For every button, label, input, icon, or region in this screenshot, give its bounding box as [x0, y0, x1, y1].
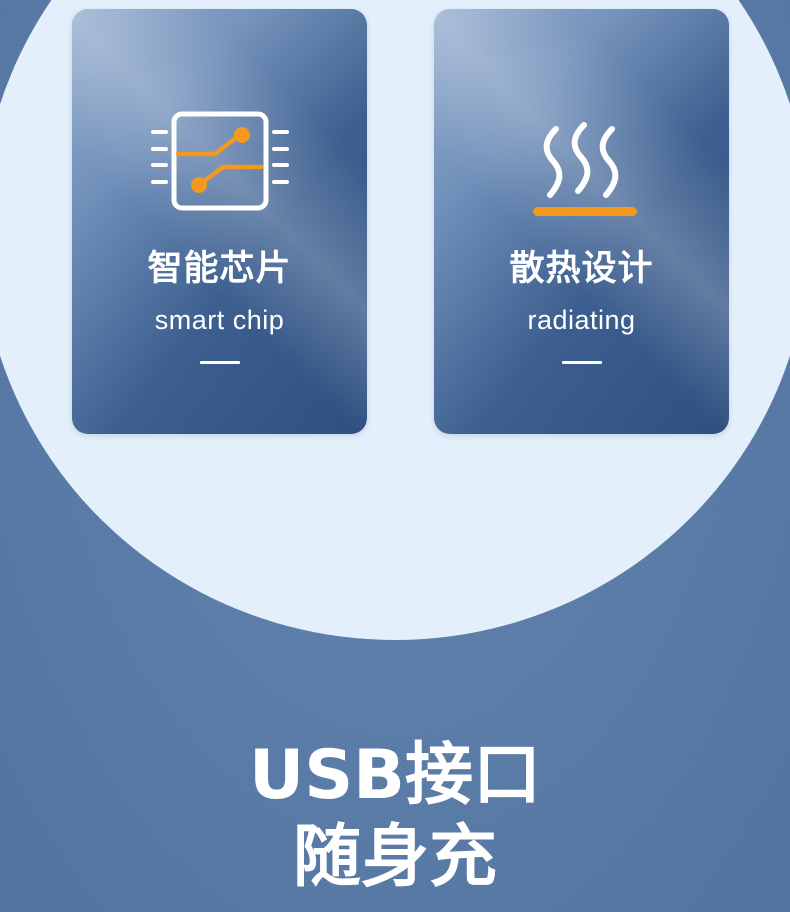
- feature-card-radiating: 散热设计 radiating: [434, 9, 729, 434]
- chip-icon: [145, 101, 295, 221]
- feature-subtitle: radiating: [527, 305, 636, 335]
- feature-card-smart-chip: 智能芯片 smart chip: [72, 9, 367, 434]
- feature-subtitle: smart chip: [154, 305, 285, 335]
- heat-waves-icon: [507, 101, 657, 221]
- headline-line-2: 随身充: [292, 818, 497, 897]
- feature-title: 散热设计: [509, 249, 654, 289]
- feature-title: 智能芯片: [147, 249, 292, 289]
- divider: [561, 361, 602, 364]
- headline-line-1: USB接口: [248, 736, 542, 815]
- divider: [199, 361, 240, 364]
